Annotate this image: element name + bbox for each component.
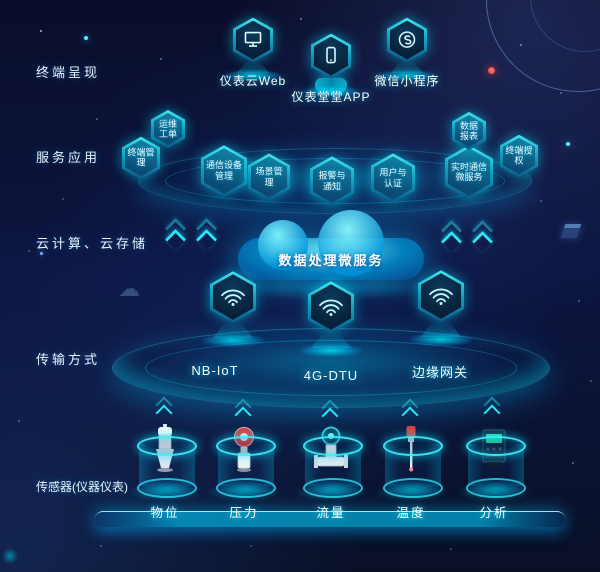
tube-bottom-ring	[216, 478, 276, 498]
tube-bottom-ring	[466, 478, 526, 498]
terminal-item-app: 仪表堂堂APP	[286, 32, 376, 132]
terminal-item-web: 仪表云Web	[208, 16, 298, 116]
terminal-label-web: 仪表云Web	[219, 74, 287, 88]
tube-bottom-ring	[383, 478, 443, 498]
badge-label: 报警与通知	[318, 170, 346, 191]
glow-pad	[225, 70, 281, 81]
tube-top-ring	[383, 436, 443, 456]
badge-label: 通信设备管理	[206, 160, 243, 181]
sensor-label-level: 物位	[150, 506, 180, 520]
badge-label: 终端管理	[127, 147, 155, 168]
transport-label-edge-gateway: 边缘网关	[411, 365, 468, 380]
service-badge-alarm-notify: 报警与通知	[310, 156, 354, 206]
service-badge-terminal-license: 终端授权	[500, 134, 538, 178]
layer-label-terminal: 终端呈现	[36, 65, 101, 80]
badge-label: 终端授权	[505, 145, 533, 166]
sensor-temperature: 温度	[373, 422, 449, 522]
service-badge-comm-device-mgmt: 通信设备管理	[201, 145, 247, 197]
sensor-label-flow: 流量	[316, 506, 346, 520]
badge-label: 运维工单	[158, 118, 177, 139]
tube-top-ring	[466, 436, 526, 456]
sensor-label-temperature: 温度	[396, 506, 426, 520]
layer-label-sensors: 传感器(仪器仪表)	[36, 480, 128, 494]
service-badge-realtime-comm: 实时通信微服务	[445, 145, 493, 199]
cloud-outline-decor: ☁	[118, 276, 140, 301]
service-badge-ops-ticket: 运维工单	[151, 109, 185, 149]
chevron-up-icon	[234, 398, 252, 424]
transport-node-4gdtu	[289, 280, 373, 370]
cyan-star-dot	[566, 142, 570, 146]
service-badge-scene-mgmt: 场景管理	[248, 153, 290, 201]
blue-star-dot	[40, 252, 43, 255]
terminal-label-app: 仪表堂堂APP	[291, 90, 371, 104]
chevron-up-icon	[483, 396, 501, 422]
sensor-level: 物位	[127, 422, 203, 522]
wifi-icon	[210, 271, 256, 323]
service-badge-terminal-mgmt: 终端管理	[122, 136, 160, 180]
service-badge-user-auth: 用户与认证	[371, 153, 415, 203]
glow-pad	[201, 334, 265, 347]
tube-bottom-ring	[303, 478, 363, 498]
chevron-up-icon-group-left	[164, 217, 218, 251]
tube-top-ring	[216, 436, 276, 456]
sensor-pressure: 压力	[206, 422, 282, 522]
transport-node-edge-gateway	[399, 269, 483, 359]
wifi-icon	[418, 270, 464, 322]
badge-label: 用户与认证	[379, 167, 407, 188]
chevron-up-icon	[401, 398, 419, 424]
layer-label-cloud: 云计算、云存储	[36, 236, 149, 251]
transport-node-nbiot	[191, 270, 275, 360]
sensor-flow: 流量	[293, 422, 369, 522]
tube-top-ring	[303, 436, 363, 456]
transport-label-4gdtu: 4G-DTU	[303, 368, 359, 383]
transport-label-nbiot: NB-IoT	[191, 363, 239, 378]
cyan-star-dot	[84, 36, 88, 40]
chevron-up-icon	[321, 399, 339, 425]
glow-pad	[409, 333, 473, 346]
monitor-icon	[233, 17, 273, 63]
chevron-up-icon	[155, 396, 173, 422]
sensor-label-pressure: 压力	[229, 506, 259, 520]
layer-label-services: 服务应用	[36, 150, 101, 165]
badge-label: 场景管理	[255, 166, 283, 187]
terminal-label-wechat: 微信小程序	[374, 74, 440, 88]
wechat-miniprogram-icon	[387, 17, 427, 63]
tube-top-ring	[137, 436, 197, 456]
data-processing-cloud: 数据处理微服务	[238, 210, 424, 280]
tube-bottom-ring	[137, 478, 197, 498]
wifi-icon	[308, 281, 354, 333]
cube-decor	[560, 224, 582, 238]
glow-pad	[379, 70, 435, 81]
smartphone-icon	[311, 33, 351, 79]
layer-label-transport: 传输方式	[36, 352, 101, 367]
sensor-label-analysis: 分析	[479, 506, 509, 520]
badge-label: 实时通信微服务	[450, 161, 487, 182]
terminal-item-wechat: 微信小程序	[362, 16, 452, 116]
corner-glow-decor	[2, 548, 18, 564]
red-planet-dot	[488, 67, 495, 74]
chevron-up-icon-group-right	[440, 219, 494, 253]
sensors-platform-bar	[95, 511, 565, 527]
service-badge-data-report: 数据报表	[452, 111, 486, 151]
badge-label: 数据报表	[459, 120, 478, 141]
glow-pad	[299, 344, 363, 357]
cloud-label: 数据处理微服务	[278, 252, 384, 268]
glow-pad	[303, 86, 359, 97]
sensor-analysis: 分析	[456, 422, 532, 522]
